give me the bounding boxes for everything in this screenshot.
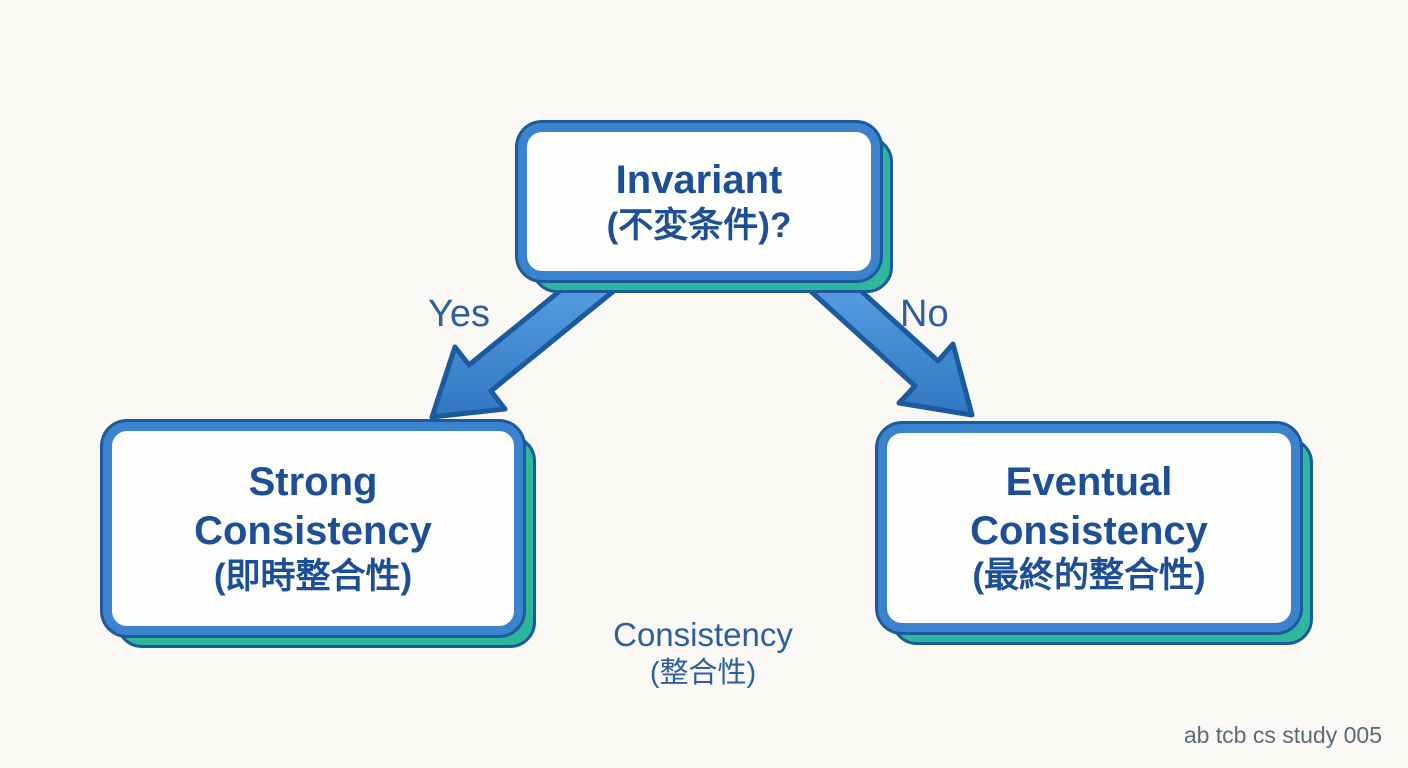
yes-arrow bbox=[429, 256, 624, 420]
eventual-consistency-title-line2: Consistency bbox=[970, 508, 1208, 553]
invariant-node-body: Invariant (不変条件)? bbox=[518, 123, 880, 280]
yes-edge-label: Yes bbox=[428, 293, 490, 335]
invariant-subtitle-jp: (不変条件)? bbox=[606, 205, 792, 245]
strong-consistency-node: Strong Consistency (即時整合性) bbox=[103, 422, 536, 648]
consistency-caption: Consistency (整合性) bbox=[528, 614, 878, 692]
eventual-consistency-node: Eventual Consistency (最終的整合性) bbox=[878, 424, 1313, 645]
invariant-title: Invariant bbox=[615, 157, 783, 202]
strong-consistency-title-line2: Consistency bbox=[194, 509, 432, 554]
watermark-text: ab tcb cs study 005 bbox=[1183, 722, 1382, 748]
eventual-consistency-title-line1: Eventual bbox=[1005, 459, 1173, 504]
no-edge-label: No bbox=[900, 293, 949, 335]
eventual-consistency-node-body: Eventual Consistency (最終的整合性) bbox=[878, 424, 1300, 632]
consistency-caption-en: Consistency bbox=[613, 616, 793, 653]
strong-consistency-node-body: Strong Consistency (即時整合性) bbox=[103, 422, 523, 635]
invariant-node: Invariant (不変条件)? bbox=[518, 123, 893, 293]
eventual-consistency-subtitle-jp: (最終的整合性) bbox=[972, 556, 1206, 596]
consistency-caption-jp: (整合性) bbox=[649, 657, 757, 690]
strong-consistency-title-line1: Strong bbox=[248, 460, 378, 505]
strong-consistency-subtitle-jp: (即時整合性) bbox=[213, 556, 413, 596]
